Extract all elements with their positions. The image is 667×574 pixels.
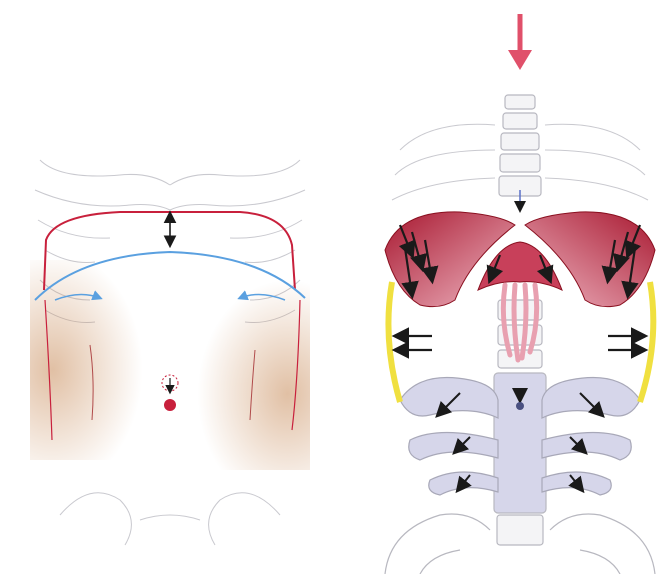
- right-panel-diaphragm-ribcage: [385, 14, 655, 574]
- right-yellow-band: [640, 282, 653, 402]
- downward-force-arrow-icon: [508, 14, 532, 70]
- right-tissue-shade: [160, 280, 310, 470]
- left-tissue-shade: [30, 260, 180, 460]
- left-panel-abdominal-wall: [30, 160, 310, 545]
- spine-marker: [516, 402, 524, 410]
- left-yellow-band: [388, 282, 400, 402]
